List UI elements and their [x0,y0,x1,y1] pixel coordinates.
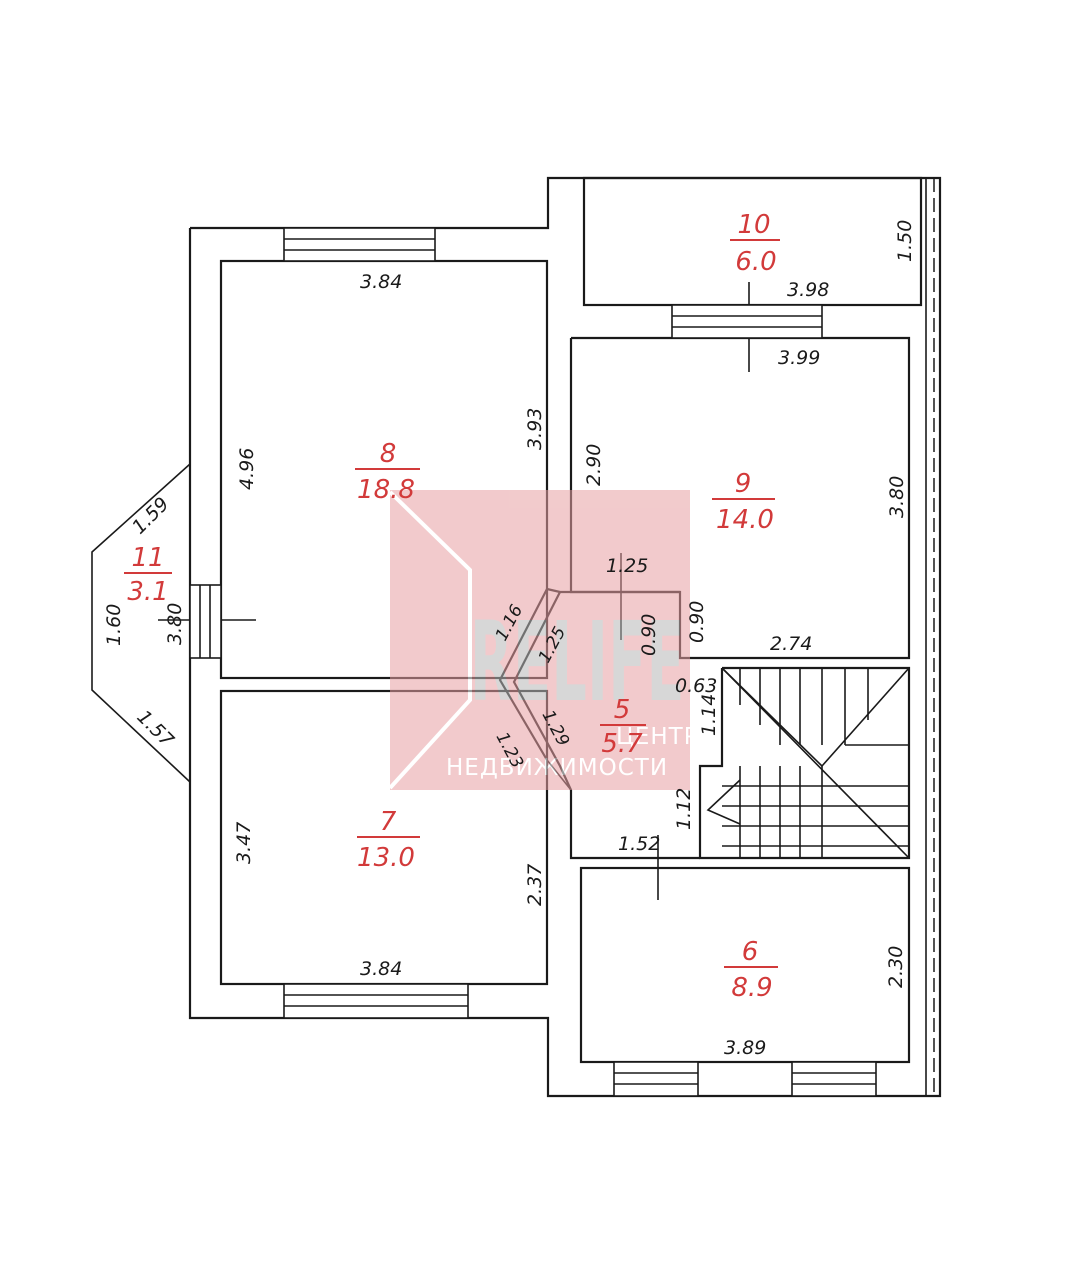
svg-text:7: 7 [380,807,397,837]
svg-text:9: 9 [735,469,752,499]
window-top-left [283,227,436,262]
room-11-label: 11 3.1 [124,543,172,607]
svg-text:10: 10 [737,210,770,240]
window-room-6-right [791,1061,877,1097]
svg-text:8.9: 8.9 [731,973,772,1003]
window-bottom-left [283,983,469,1019]
watermark: RELIFE ЦЕНТР НЕДВИЖИМОСТИ [388,490,699,790]
windows [189,227,877,1097]
dim-r9-left: 2.90 [583,444,605,486]
dim-hall-a: 0.90 [638,614,660,656]
svg-text:13.0: 13.0 [357,843,415,873]
room-8-label: 8 18.8 [355,439,420,505]
watermark-brand: RELIFE [470,598,685,726]
dim-stair-a: 0.63 [675,675,717,697]
dim-r10-depth: 1.50 [894,220,916,262]
room-labels: 8 18.8 9 14.0 10 6.0 11 3.1 7 13.0 5 5.7 [124,210,780,1003]
watermark-line2: НЕДВИЖИМОСТИ [446,755,668,781]
dim-stair-c: 1.12 [673,788,695,830]
dim-r8-top: 3.84 [360,271,402,293]
svg-text:6.0: 6.0 [735,247,776,277]
room-10-label: 10 6.0 [730,210,780,277]
svg-text:3.1: 3.1 [127,577,168,607]
dim-r7-bottom: 3.84 [360,958,402,980]
watermark-line1: ЦЕНТР [616,724,699,750]
svg-text:8: 8 [380,439,397,469]
dim-r6-bottom: 3.89 [724,1037,766,1059]
dim-r9-right: 3.80 [886,476,908,518]
room-6-label: 6 8.9 [724,937,778,1003]
dim-hall-top: 1.25 [606,555,648,577]
dim-r7-right: 2.37 [524,864,546,906]
dim-hall-b: 0.90 [686,601,708,643]
dim-r11-door: 3.80 [164,603,186,645]
window-bay [189,584,222,659]
dim-stair-b: 1.14 [698,694,720,736]
window-room-9 [671,304,823,339]
dimension-labels: 3.84 4.96 3.93 3.98 1.50 3.99 2.90 3.80 … [103,220,916,1059]
svg-text:5: 5 [614,695,631,725]
dim-r6-right: 2.30 [885,946,907,988]
dim-r8-left: 4.96 [236,448,258,490]
dim-r11-upper: 1.59 [128,493,173,538]
dim-r8-right: 3.93 [524,408,546,450]
dim-hall-bottom: 1.52 [618,833,660,855]
dim-r11-lower: 1.57 [132,706,177,751]
dim-r10-width: 3.98 [787,279,829,301]
room-9-label: 9 14.0 [712,469,775,535]
svg-text:6: 6 [742,937,759,967]
window-room-6-left [613,1061,699,1097]
dim-r9-top: 3.99 [778,347,820,369]
svg-text:18.8: 18.8 [357,475,415,505]
svg-text:5.7: 5.7 [601,729,643,759]
dim-r9-bottom: 2.74 [770,633,812,655]
svg-text:11: 11 [131,543,164,573]
dim-r11-side: 1.60 [103,604,125,646]
dim-r7-left: 3.47 [233,822,255,864]
room-5-label: 5 5.7 [600,695,646,759]
staircase [698,666,911,860]
svg-text:14.0: 14.0 [716,505,774,535]
room-7-label: 7 13.0 [357,807,420,873]
